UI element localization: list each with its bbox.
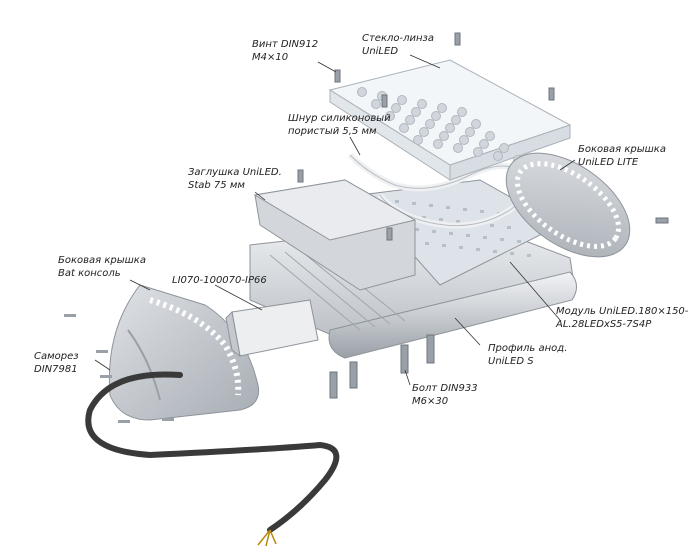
self-tapping-screws (64, 314, 174, 423)
lens-optic (473, 147, 483, 157)
lens-optic (413, 135, 423, 145)
label-profile: Профиль анод.UniLED S (488, 343, 568, 367)
lens-optic (433, 139, 443, 149)
lens-optic (471, 119, 481, 129)
lens-optic (479, 139, 489, 149)
lens-optic (431, 111, 441, 121)
label-driver: LI070-100070-IP66 (172, 275, 267, 286)
lens-optic (411, 107, 421, 117)
lens-optic (425, 119, 435, 129)
lens-optic (465, 127, 475, 137)
label-module: Модуль UniLED.180×150-AL.28LEDxS5-7S4P (556, 306, 689, 330)
lens-optic (385, 111, 395, 121)
cable-wires (257, 529, 277, 547)
lens-optic (391, 103, 401, 113)
stub-plug (253, 179, 417, 291)
pcb-led (395, 200, 399, 203)
pcb-led (493, 250, 497, 253)
pcb-led (510, 252, 514, 255)
lens-optic (419, 127, 429, 137)
lens-optic (457, 107, 467, 117)
lens-optic (417, 99, 427, 109)
lens-optic (405, 115, 415, 125)
pcb-led (439, 218, 443, 221)
pcb-led (446, 206, 450, 209)
pcb-led (429, 204, 433, 207)
pcb-led (500, 238, 504, 241)
leader-lines (94, 54, 576, 386)
pcb-led (517, 240, 521, 243)
pcb-led (466, 234, 470, 237)
pcb-led (476, 248, 480, 251)
bolts-din933 (329, 334, 435, 399)
pcb-led (422, 216, 426, 219)
pcb-led (507, 226, 511, 229)
lens-optic (437, 103, 447, 113)
pcb-led (490, 224, 494, 227)
pcb-led (442, 244, 446, 247)
lens-optic (445, 123, 455, 133)
pcb-led (425, 242, 429, 245)
lens-optic (453, 143, 463, 153)
pcb-led (449, 232, 453, 235)
lens-optic (499, 143, 509, 153)
screws-din912 (297, 32, 669, 241)
pcb-led (459, 246, 463, 249)
pcb-led (527, 254, 531, 257)
pcb-led (463, 208, 467, 211)
pcb-led (456, 220, 460, 223)
pcb-led (415, 228, 419, 231)
side-cover-lite (505, 152, 631, 258)
lens-optic (459, 135, 469, 145)
power-cable (85, 371, 340, 533)
glass-lens (328, 59, 572, 181)
pcb-led (412, 202, 416, 205)
pcb-led (432, 230, 436, 233)
driver (225, 299, 319, 358)
lens-optic (493, 151, 503, 161)
lens-optic (399, 123, 409, 133)
lens-optic (451, 115, 461, 125)
pcb-led (480, 210, 484, 213)
lens-optic (397, 95, 407, 105)
lens-optic (371, 99, 381, 109)
label-stub-uniled: Заглушка UniLED.Stab 75 мм (188, 167, 282, 191)
lens-optic (439, 131, 449, 141)
lens-optic (485, 131, 495, 141)
pcb-led (483, 236, 487, 239)
lens-optic (357, 87, 367, 97)
